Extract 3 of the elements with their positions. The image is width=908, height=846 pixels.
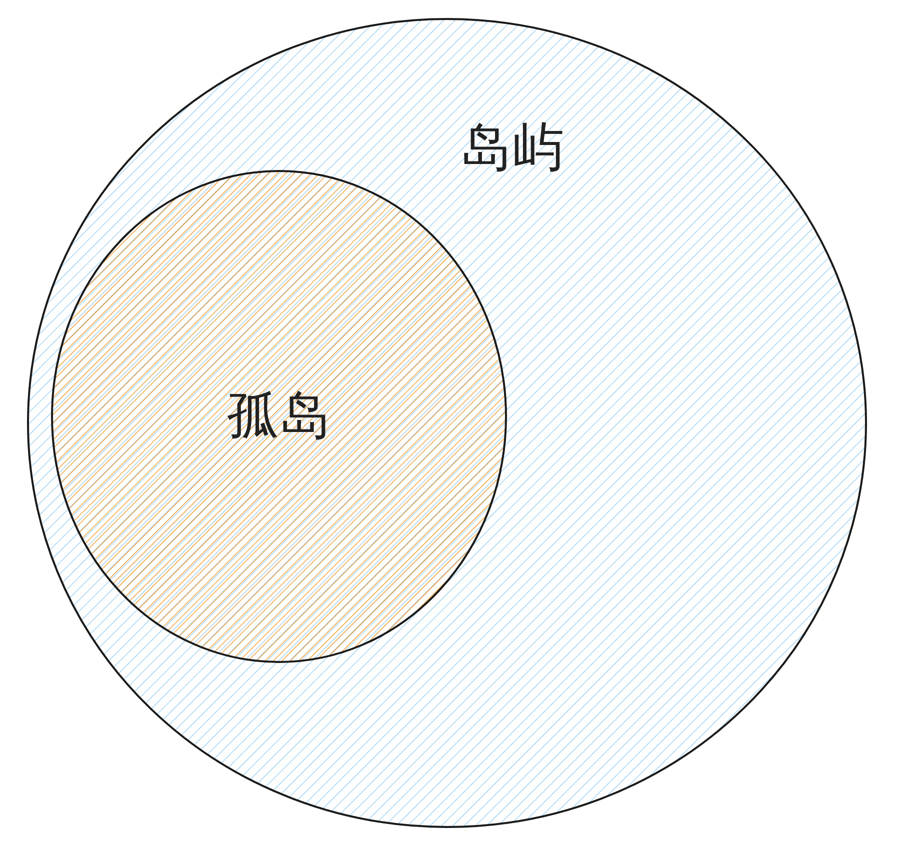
- circle-region: [51, 170, 507, 663]
- region-label: 岛屿: [460, 122, 564, 174]
- circle-region: [27, 18, 867, 828]
